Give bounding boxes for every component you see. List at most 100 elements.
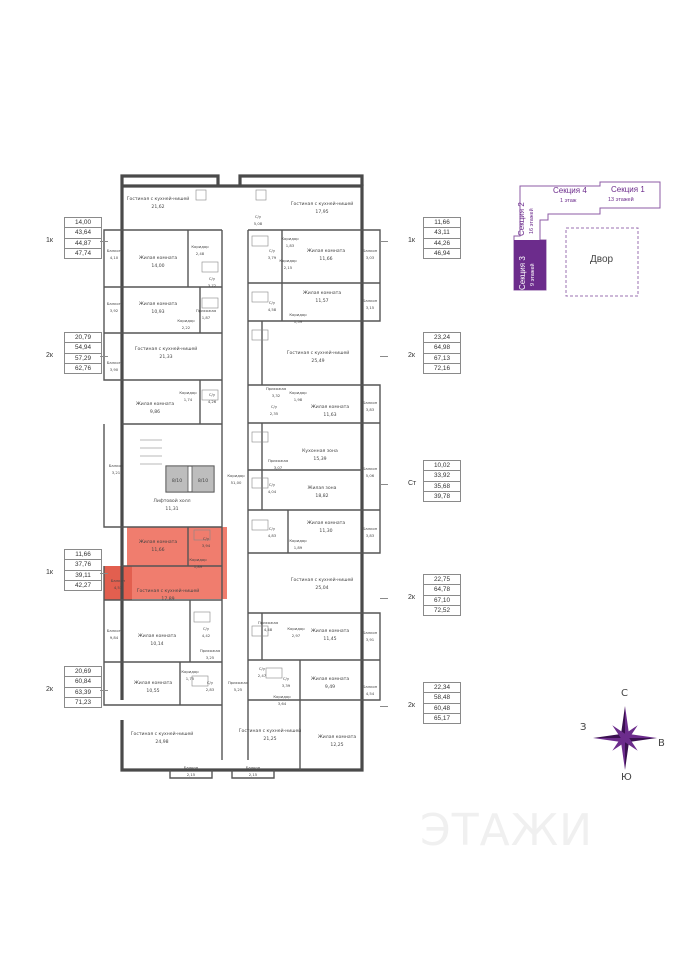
room-area: 4,54 xyxy=(366,691,375,696)
room-area: 5,06 xyxy=(366,473,375,478)
room-area: 3,83 xyxy=(366,407,375,412)
corridor-walls xyxy=(221,230,249,760)
apartment-area-legend: 11,66 43,11 44,26 46,94 xyxy=(423,217,461,260)
apartment-area-legend: 20,69 60,84 63,39 71,23 xyxy=(64,666,102,709)
left-partitions xyxy=(122,229,222,706)
room-count: 2к xyxy=(46,352,53,359)
room-label: Жилая комната xyxy=(311,628,349,634)
room-area: 3,07 xyxy=(274,465,283,470)
room-label: Балкон xyxy=(111,578,126,583)
room-label: Жилая комната xyxy=(318,734,356,740)
room-label: Жилая комната xyxy=(307,248,345,254)
room-area: 1,89 xyxy=(294,545,303,550)
room-area: 2,48 xyxy=(196,251,205,256)
total-area: 58,48 xyxy=(424,693,460,704)
room-label: Коридор xyxy=(289,538,307,543)
highlighted-apartment[interactable] xyxy=(104,527,227,600)
room-area: 9,49 xyxy=(325,684,335,690)
living-area: 10,02 xyxy=(424,461,460,472)
room-area: 2,15 xyxy=(249,772,258,777)
room-label: Коридор xyxy=(189,557,207,562)
room-label: Коридор xyxy=(181,669,199,674)
room-count: 2к xyxy=(46,686,53,693)
room-label: Прихожая xyxy=(200,648,220,653)
room-area: 3,25 xyxy=(206,655,215,660)
room-label: Гостиная с кухней-нишей xyxy=(137,587,200,594)
room-area: 11,57 xyxy=(315,298,328,304)
room-area: 11,66 xyxy=(151,547,164,553)
room-area: 2,22 xyxy=(182,325,191,330)
room-label: Балкон xyxy=(184,765,199,770)
room-area: 4,48 xyxy=(264,627,273,632)
section-2-name: Секция 2 xyxy=(517,202,526,236)
room-label: С/у xyxy=(259,666,266,671)
room-count: Ст xyxy=(408,480,417,487)
stairs xyxy=(140,439,162,465)
total-area: 64,98 xyxy=(424,343,460,354)
living-area: 11,66 xyxy=(424,218,460,229)
room-label: С/у xyxy=(283,676,290,681)
room-area: 5,08 xyxy=(254,221,263,226)
top-parapet xyxy=(120,174,364,186)
room-label: Жилая комната xyxy=(307,520,345,526)
legend-leader xyxy=(100,573,108,574)
legend-leader xyxy=(380,484,388,485)
room-label: С/у xyxy=(269,300,276,305)
room-label: Жилая комната xyxy=(139,301,177,307)
room-count: 1к xyxy=(46,237,53,244)
section-3-highlight xyxy=(514,240,546,290)
room-area: 11,45 xyxy=(323,636,336,642)
room-label: Жилая комната xyxy=(311,404,349,410)
room-label: Коридор xyxy=(177,318,195,323)
room-area: 4,42 xyxy=(202,633,211,638)
area-with-balcony: 39,11 xyxy=(65,571,101,581)
room-label: С/у xyxy=(209,392,216,397)
legend-leader xyxy=(380,241,388,242)
room-area: 21,33 xyxy=(159,354,172,360)
lift-1-label: 8/10 xyxy=(172,478,182,484)
compass-east: В xyxy=(658,738,665,749)
room-label: Балкон xyxy=(363,526,378,531)
room-label: Коридор xyxy=(279,258,297,263)
right-vertical-partitions xyxy=(261,230,301,770)
room-label: Балкон xyxy=(363,298,378,303)
room-label: Коридор xyxy=(179,390,197,395)
room-area: 11,30 xyxy=(319,528,332,534)
compass-west: З xyxy=(580,722,587,733)
room-label: Гостиная с кухней-нишей xyxy=(239,727,302,734)
room-area: 11,63 xyxy=(323,412,336,418)
room-area: 17,89 xyxy=(161,596,174,602)
living-area: 23,24 xyxy=(424,333,460,344)
room-label: Балкон xyxy=(246,765,261,770)
room-label: С/у xyxy=(209,276,216,281)
compass-south: Ю xyxy=(621,772,632,783)
lift-core: 8/10 8/10 xyxy=(140,439,215,493)
legend-leader xyxy=(380,356,388,357)
room-area: 4,83 xyxy=(268,533,277,538)
right-balconies xyxy=(362,229,381,701)
section-1-name: Секция 1 xyxy=(611,185,645,194)
room-area: 1,59 xyxy=(294,319,303,324)
area-with-balcony: 63,39 xyxy=(65,688,101,698)
room-area: 14,00 xyxy=(151,263,164,269)
room-area: 11,66 xyxy=(319,256,332,262)
room-count: 1к xyxy=(408,237,415,244)
highlighted-balcony-fill xyxy=(104,566,132,600)
section-4-name: Секция 4 xyxy=(553,186,587,195)
room-label: Гостиная с кухней-нишей xyxy=(135,345,198,352)
room-area: 17,95 xyxy=(315,209,328,215)
room-area: 2,15 xyxy=(284,265,293,270)
right-partitions xyxy=(248,229,362,701)
living-area: 22,75 xyxy=(424,575,460,586)
room-label: С/у xyxy=(203,626,210,631)
room-area: 9,86 xyxy=(150,409,160,415)
room-area: 1,83 xyxy=(286,243,295,248)
room-area: 4,10 xyxy=(110,255,119,260)
room-label: Жилая комната xyxy=(138,633,176,639)
room-label: Жилая комната xyxy=(311,676,349,682)
room-area: 21,25 xyxy=(263,736,276,742)
room-label: Коридор xyxy=(191,244,209,249)
watermark: ЭТАЖИ xyxy=(420,805,594,856)
room-area: 1,98 xyxy=(294,397,303,402)
section-3-name: Секция 3 xyxy=(518,256,527,290)
